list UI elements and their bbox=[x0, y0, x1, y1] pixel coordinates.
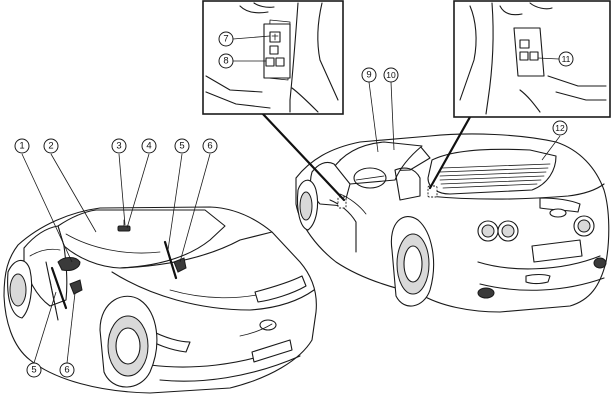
callout-10-label: 10 bbox=[386, 70, 396, 80]
callout-1: 1 bbox=[14, 138, 30, 154]
callout-3-label: 3 bbox=[116, 141, 121, 152]
callout-6-bottom-label: 6 bbox=[64, 365, 69, 376]
callout-3: 3 bbox=[111, 138, 127, 154]
callout-6-bottom: 6 bbox=[59, 362, 75, 378]
callout-4: 4 bbox=[141, 138, 157, 154]
callout-5-bottom: 5 bbox=[26, 362, 42, 378]
callout-6-top-label: 6 bbox=[207, 141, 212, 152]
callout-8: 8 bbox=[218, 53, 234, 69]
callout-9-label: 9 bbox=[366, 70, 371, 81]
front-car-leaders bbox=[21, 153, 211, 364]
inset-passenger-switch bbox=[428, 0, 611, 190]
callout-11-label: 11 bbox=[562, 54, 571, 64]
callout-1-label: 1 bbox=[19, 141, 24, 152]
callout-2-label: 2 bbox=[48, 141, 53, 152]
rear-car-leaders bbox=[368, 81, 561, 161]
callout-4-label: 4 bbox=[146, 141, 151, 152]
callout-9: 9 bbox=[361, 67, 377, 83]
callout-7: 7 bbox=[218, 31, 234, 47]
callout-5-bottom-label: 5 bbox=[31, 365, 36, 376]
callout-2: 2 bbox=[43, 138, 59, 154]
callout-6-top: 6 bbox=[202, 138, 218, 154]
callout-8-label: 8 bbox=[223, 56, 228, 67]
callout-12: 12 bbox=[552, 120, 568, 136]
front-car-illustration bbox=[3, 206, 317, 394]
callout-5-top-label: 5 bbox=[179, 141, 184, 152]
callout-12-label: 12 bbox=[555, 123, 565, 133]
callout-10: 10 bbox=[383, 67, 399, 83]
callout-7-label: 7 bbox=[223, 34, 228, 45]
rear-car-illustration bbox=[295, 133, 610, 313]
callout-5-top: 5 bbox=[174, 138, 190, 154]
callout-11: 11 bbox=[558, 51, 574, 67]
